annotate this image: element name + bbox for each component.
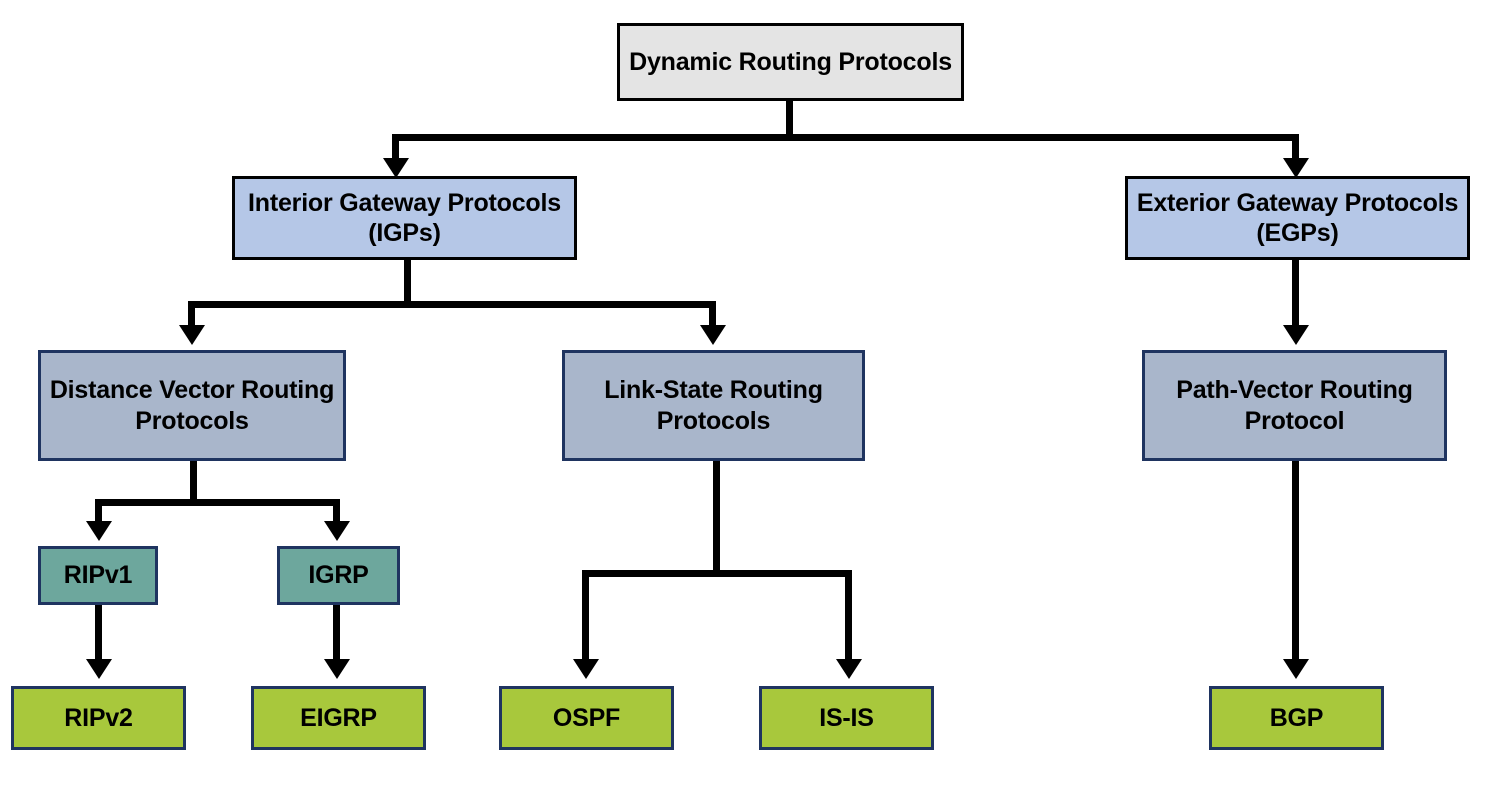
edge-path-vector-to-bgp (1292, 461, 1299, 661)
edge-root-stem (786, 100, 793, 140)
edge-ripv1-to-ripv2 (95, 605, 102, 662)
edge-dv-to-igrp-drop (333, 499, 340, 525)
edge-dv-bus (95, 499, 340, 506)
arrow-root-to-egp (1283, 158, 1309, 178)
edge-egp-to-path-vector (1292, 260, 1299, 330)
node-eigrp[interactable]: EIGRP (251, 686, 426, 750)
arrow-igp-to-link-state (700, 325, 726, 345)
node-dynamic-routing-protocols[interactable]: Dynamic Routing Protocols (617, 23, 964, 101)
node-interior-gateway-protocols[interactable]: Interior Gateway Protocols (IGPs) (232, 176, 577, 260)
arrow-dv-to-igrp (324, 521, 350, 541)
node-path-vector-routing-protocol[interactable]: Path-Vector Routing Protocol (1142, 350, 1447, 461)
node-distance-vector-routing-protocols[interactable]: Distance Vector Routing Protocols (38, 350, 346, 461)
edge-root-to-igp-drop (392, 134, 399, 163)
edge-ls-stem (713, 461, 720, 577)
edge-dv-to-ripv1-drop (95, 499, 102, 525)
edge-igp-bus (188, 301, 716, 308)
edge-igrp-to-eigrp (333, 605, 340, 662)
arrow-igrp-to-eigrp (324, 659, 350, 679)
edge-igp-to-dv-drop (188, 301, 195, 330)
edge-igp-to-ls-drop (709, 301, 716, 330)
edge-ls-to-ospf-drop (582, 570, 589, 662)
edge-root-to-egp-drop (1292, 134, 1299, 163)
node-exterior-gateway-protocols[interactable]: Exterior Gateway Protocols (EGPs) (1125, 176, 1470, 260)
node-ripv2[interactable]: RIPv2 (11, 686, 186, 750)
arrow-ripv1-to-ripv2 (86, 659, 112, 679)
node-is-is[interactable]: IS-IS (759, 686, 934, 750)
arrow-egp-to-path-vector (1283, 325, 1309, 345)
edge-ls-bus (582, 570, 852, 577)
edge-root-bus (392, 134, 1299, 141)
node-bgp[interactable]: BGP (1209, 686, 1384, 750)
arrow-igp-to-distance-vector (179, 325, 205, 345)
edge-ls-to-isis-drop (845, 570, 852, 662)
node-link-state-routing-protocols[interactable]: Link-State Routing Protocols (562, 350, 865, 461)
edge-dv-stem (190, 461, 197, 505)
node-ospf[interactable]: OSPF (499, 686, 674, 750)
arrow-ls-to-ospf (573, 659, 599, 679)
node-igrp[interactable]: IGRP (277, 546, 400, 605)
edge-igp-stem (404, 260, 411, 308)
node-ripv1[interactable]: RIPv1 (38, 546, 158, 605)
arrow-path-vector-to-bgp (1283, 659, 1309, 679)
arrow-ls-to-isis (836, 659, 862, 679)
arrow-dv-to-ripv1 (86, 521, 112, 541)
arrow-root-to-igp (383, 158, 409, 178)
